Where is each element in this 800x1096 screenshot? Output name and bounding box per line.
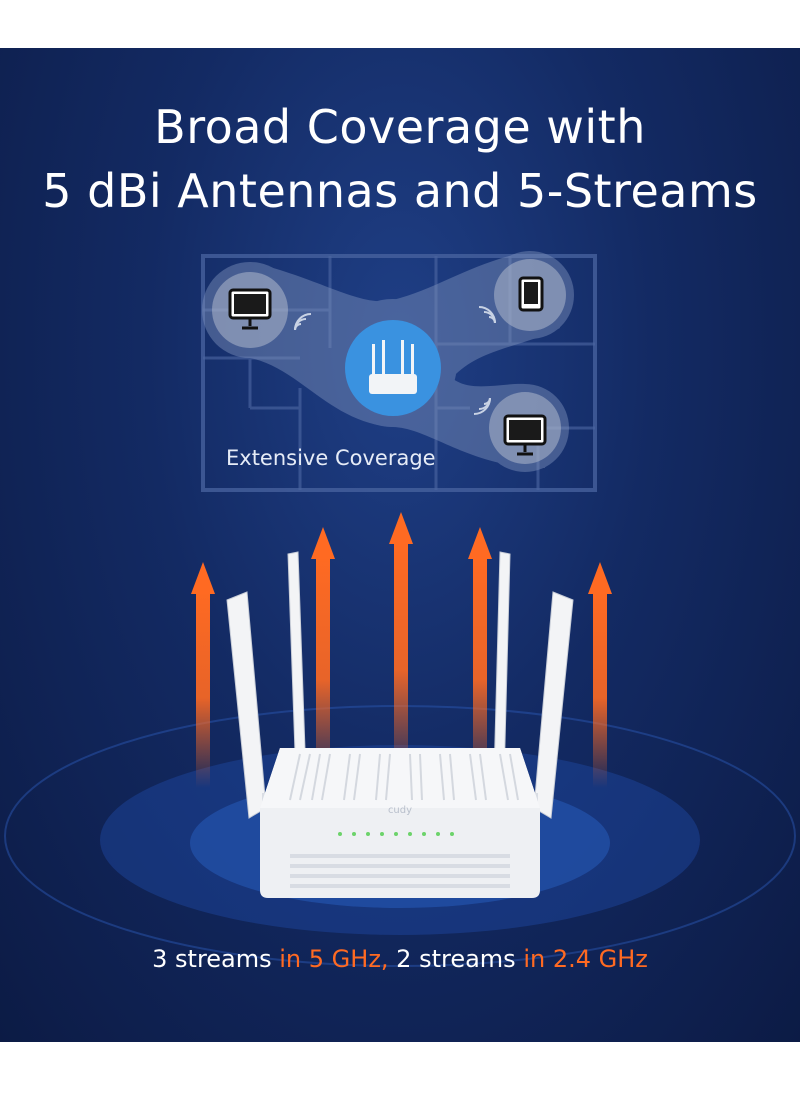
signal-graphic: cudy (4, 512, 796, 967)
headline-line-2: 5 dBi Antennas and 5-Streams (42, 164, 758, 218)
monitor-icon (228, 288, 272, 330)
tablet-icon (518, 276, 544, 312)
headline-line-1: Broad Coverage with (154, 100, 646, 154)
wifi-signal-icon (473, 397, 491, 415)
product-banner: Broad Coverage with 5 dBi Antennas and 5… (0, 48, 800, 1042)
coverage-floorplan (201, 251, 597, 492)
wifi-signal-icon (478, 306, 496, 324)
arrow-up-icon (588, 562, 612, 788)
wifi-signal-icon (294, 313, 312, 331)
stream-arrows (191, 512, 612, 788)
arrow-up-icon (389, 512, 413, 778)
router-image (226, 551, 574, 898)
streams-5ghz-count: 3 streams (152, 945, 280, 973)
monitor-icon (503, 414, 547, 456)
router-brand: cudy (388, 805, 412, 816)
arrow-up-icon (468, 527, 492, 783)
router-highlight (345, 320, 441, 416)
arrow-up-icon (311, 527, 335, 783)
arrow-up-icon (191, 562, 215, 788)
streams-24ghz-band: in 2.4 GHz (523, 945, 648, 973)
streams-24ghz-count: 2 streams (388, 945, 524, 973)
streams-5ghz-band: in 5 GHz, (279, 945, 389, 973)
coverage-caption: Extensive Coverage (226, 446, 436, 470)
router-icon (369, 340, 417, 394)
streams-caption: 3 streams in 5 GHz, 2 streams in 2.4 GHz (0, 945, 800, 973)
